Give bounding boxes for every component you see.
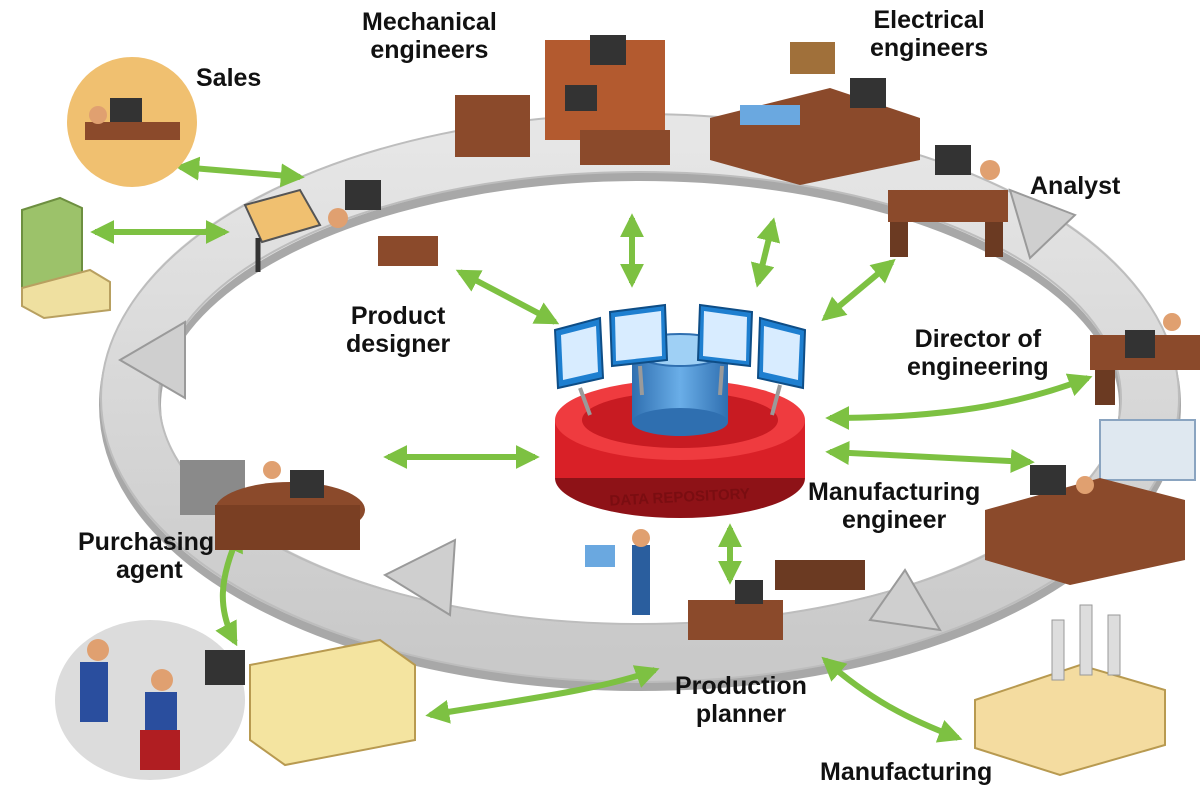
label-purchasing-line2: agent <box>116 556 183 584</box>
label-product-designer-line2: designer <box>346 330 451 358</box>
label-analyst-text: Analyst <box>1030 172 1121 200</box>
label-product-designer-line1: Product <box>350 302 446 330</box>
office-building-illustration <box>21 196 111 320</box>
ring-flow-arrows <box>118 188 1077 632</box>
label-electrical-line2: engineers <box>870 34 989 62</box>
label-production-planner: Production planner <box>675 672 807 728</box>
label-electrical-line1: Electrical <box>873 6 985 34</box>
manufacturing-engineer-illustration <box>985 465 1185 585</box>
mechanical-engineers-illustration <box>455 35 670 165</box>
supplier-office-illustration <box>55 620 416 780</box>
connector-arrows <box>90 156 1093 743</box>
label-director-line1: Director of <box>914 325 1042 353</box>
label-sales-text: Sales <box>196 64 262 92</box>
label-purchasing-line1: Purchasing <box>78 528 215 556</box>
analyst-illustration <box>888 145 1008 257</box>
label-mechanical-line1: Mechanical <box>362 8 497 36</box>
purchasing-agent-illustration <box>180 460 365 550</box>
label-mfg-engineer-line2: engineer <box>842 506 947 534</box>
label-director-of-engineering: Director of engineering <box>907 325 1049 381</box>
label-manufacturing: Manufacturing <box>820 758 992 786</box>
label-mechanical-line2: engineers <box>370 36 489 64</box>
label-manufacturing-engineer: Manufacturing engineer <box>808 478 980 534</box>
label-manufacturing-text: Manufacturing <box>820 758 993 786</box>
label-production-planner-line1: Production <box>675 672 807 700</box>
manufacturing-plant-illustration <box>974 604 1166 777</box>
label-analyst: Analyst <box>1030 172 1120 200</box>
label-mfg-engineer-line1: Manufacturing <box>808 478 981 506</box>
electrical-engineers-illustration <box>710 42 920 185</box>
label-electrical-engineers: Electrical engineers <box>870 6 988 62</box>
director-illustration <box>1090 313 1200 481</box>
data-repository: DATA REPOSITORY <box>553 303 807 518</box>
label-mechanical-engineers: Mechanical engineers <box>362 8 497 64</box>
sales-office-illustration <box>67 57 197 187</box>
label-sales: Sales <box>196 64 261 92</box>
production-planner-illustration <box>585 529 865 640</box>
label-director-line2: engineering <box>907 353 1049 381</box>
label-production-planner-line2: planner <box>695 700 787 728</box>
label-product-designer: Product designer <box>346 302 450 358</box>
label-purchasing-agent: Purchasing agent <box>78 528 214 584</box>
product-designer-illustration <box>243 180 438 272</box>
